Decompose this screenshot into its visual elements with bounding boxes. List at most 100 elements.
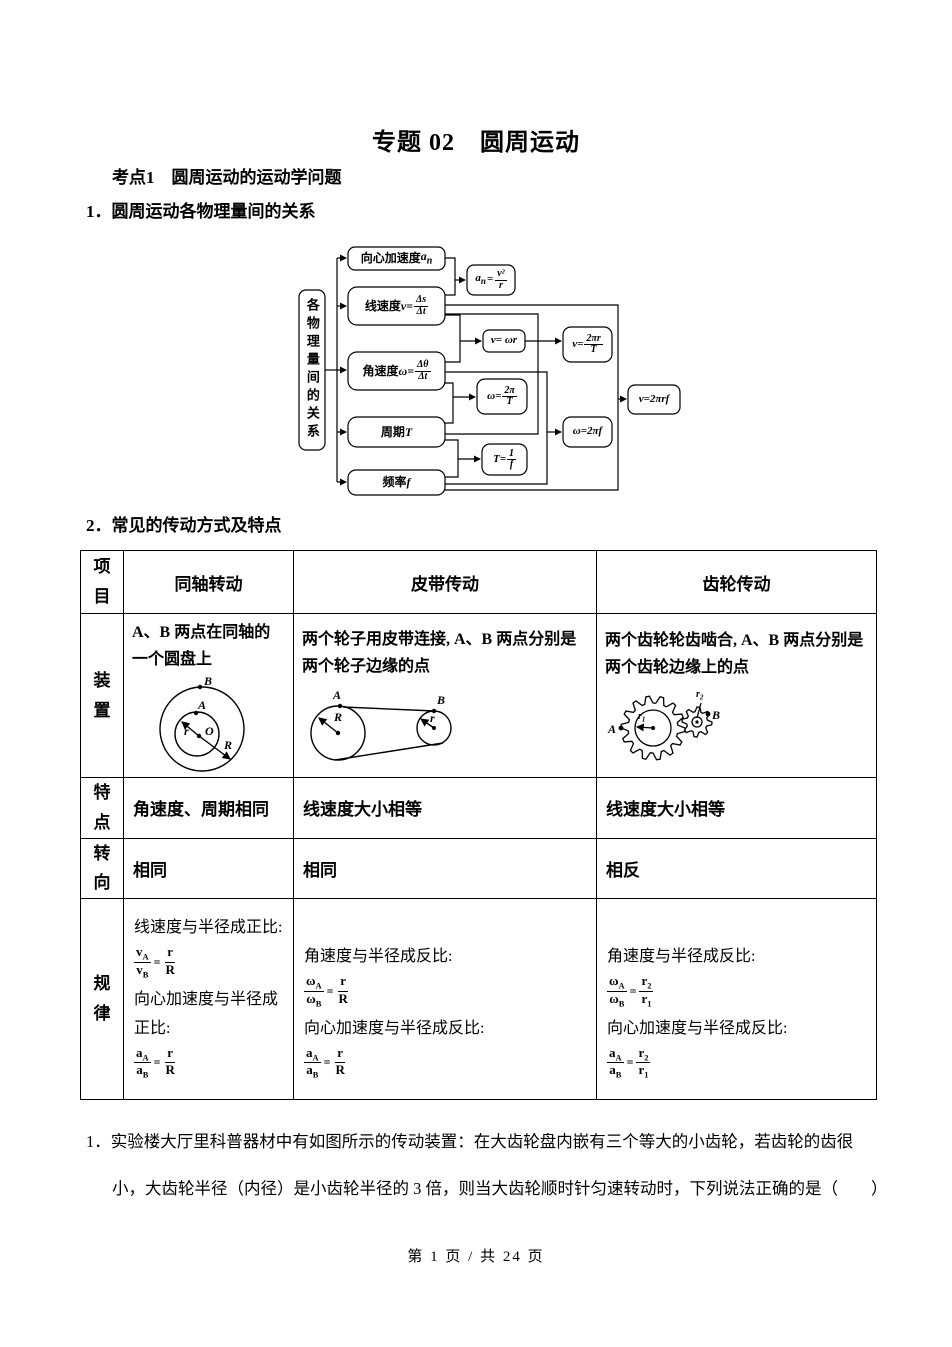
section2-heading: 2．常见的传动方式及特点 — [86, 516, 282, 535]
label-A: A — [332, 688, 341, 702]
question-1: 1．实验楼大厅里科普器材中有如图所示的传动装置：在大齿轮盘内嵌有三个等大的小齿轮… — [86, 1128, 906, 1199]
var: v= — [400, 298, 413, 313]
formula-omega-2pif: ω=2πf — [572, 425, 603, 438]
label-r1: r1 — [638, 711, 645, 724]
cn: 线速度 — [364, 298, 401, 313]
rule-text: 线速度与半径成正比: — [134, 918, 283, 936]
feature-row: 特点 角速度、周期相同 线速度大小相等 线速度大小相等 — [80, 777, 877, 839]
rowlabel-direction: 转向 — [80, 837, 124, 899]
transmission-table: 项目 同轴转动 皮带传动 齿轮传动 装置 A、B 两点在同轴的一个圆盘上 — [80, 550, 877, 1100]
belt-drive-diagram: A B R r — [310, 688, 452, 761]
direction-row: 转向 相同 相同 相反 — [80, 837, 877, 899]
var: f — [406, 475, 411, 490]
rule-text: 角速度与半径成反比: — [607, 947, 756, 965]
label-R: R — [223, 738, 232, 752]
node-label: 各物理量间的关系 — [304, 298, 320, 442]
device-gear-text: 两个齿轮轮齿啮合, A、B 两点分别是两个齿轮边缘上的点 — [605, 631, 864, 676]
var: an — [475, 272, 486, 287]
node-all-quantities: 各物理量间的关系 — [299, 290, 325, 450]
label-A: A — [607, 722, 616, 736]
feature-gear: 线速度大小相等 — [596, 777, 877, 839]
formula-v-2pirf: v=2πrf — [638, 392, 670, 405]
gear-drive-diagram: A B r1 r2 — [607, 689, 720, 761]
header-coaxial: 同轴转动 — [123, 550, 294, 614]
var: ω= — [398, 363, 415, 378]
header-belt: 皮带传动 — [293, 550, 597, 614]
rowlabel-feature: 特点 — [80, 777, 124, 839]
cn: 频率 — [382, 475, 407, 490]
label-R: R — [333, 710, 342, 724]
rule-text: 角速度与半径成反比: — [304, 947, 453, 965]
node-period: 周期 T — [348, 417, 445, 447]
question-line-2: 小，大齿轮半径（内径）是小齿轮半径的 3 倍，则当大齿轮顺时针匀速转动时，下列说… — [112, 1179, 888, 1198]
rowlabel-rule: 规律 — [80, 898, 124, 1100]
device-belt-cell: 两个轮子用皮带连接, A、B 两点分别是两个轮子边缘的点 — [293, 613, 597, 778]
kaodian-heading: 考点1 圆周运动的运动学问题 — [112, 168, 342, 187]
section1-heading: 1．圆周运动各物理量间的关系 — [86, 202, 316, 221]
equals: = — [323, 1055, 331, 1070]
label-A: A — [197, 698, 206, 712]
coaxial-disk-diagram: B A O r R — [158, 675, 245, 772]
direction-gear: 相反 — [596, 837, 877, 899]
device-gear-cell: 两个齿轮轮齿啮合, A、B 两点分别是两个齿轮边缘上的点 — [596, 613, 877, 778]
label-r: r — [430, 711, 435, 725]
equals: = — [626, 1055, 634, 1070]
question-text: 实验楼大厅里科普器材中有如图所示的传动装置：在大齿轮盘内嵌有三个等大的小齿轮，若… — [110, 1132, 854, 1151]
rule-text: 向心加速度与半径成反比: — [304, 1019, 485, 1037]
label-B: B — [711, 708, 720, 722]
cn: 角速度 — [362, 363, 399, 378]
page-footer: 第 1 页 / 共 24 页 — [407, 1249, 545, 1265]
page-title: 专题 02 圆周运动 — [372, 130, 580, 156]
var: T — [404, 424, 413, 439]
feature-belt: 线速度大小相等 — [293, 777, 597, 839]
label-B: B — [436, 693, 445, 707]
equals: = — [326, 983, 334, 998]
cn: 向心加速度 — [360, 251, 421, 266]
label-r: r — [184, 724, 189, 738]
var: an — [420, 249, 433, 267]
device-coaxial-cell: A、B 两点在同轴的一个圆盘上 B A O — [123, 613, 294, 778]
label-r2: r2 — [696, 689, 704, 702]
direction-belt: 相同 — [293, 837, 597, 899]
device-coaxial-text: A、B 两点在同轴的一个圆盘上 — [132, 624, 271, 668]
formula-v-omega-r: v= ωr — [490, 334, 518, 347]
rowlabel-device: 装置 — [80, 613, 124, 778]
device-belt-text: 两个轮子用皮带连接, A、B 两点分别是两个轮子边缘的点 — [302, 631, 577, 675]
direction-coaxial: 相同 — [123, 837, 294, 899]
label-B: B — [203, 675, 212, 688]
equals: = — [153, 1055, 161, 1070]
question-number: 1． — [86, 1132, 111, 1151]
